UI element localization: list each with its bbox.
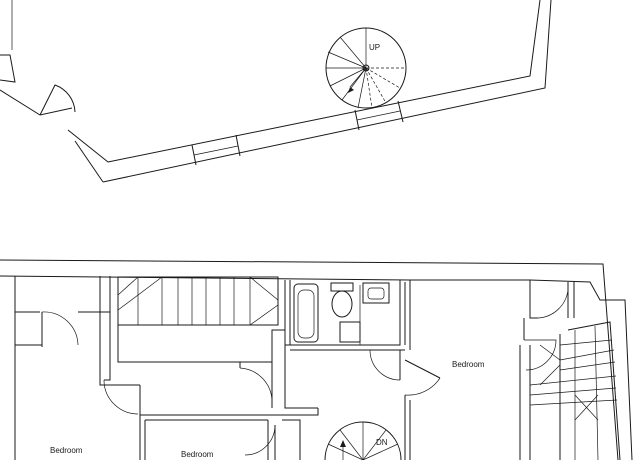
upper-floor: UP xyxy=(0,0,552,183)
room-label-right-bedroom: Bedroom xyxy=(452,360,485,369)
upper-windows xyxy=(191,100,404,166)
sink xyxy=(362,282,390,304)
bathtub xyxy=(293,283,319,343)
bathroom xyxy=(284,280,405,381)
right-stair xyxy=(529,321,621,460)
middle-bedroom-walls xyxy=(139,345,319,460)
lower-floor: DN Bedroom Bedroom Bedroom xyxy=(0,259,633,460)
upper-spiral-stair xyxy=(325,27,407,109)
toilet-bowl xyxy=(331,290,353,318)
straight-stair xyxy=(117,276,285,363)
upper-left-wall xyxy=(0,54,109,183)
room-label-middle-bedroom: Bedroom xyxy=(181,450,214,459)
lower-spiral-stair xyxy=(324,421,402,460)
right-bedroom-walls xyxy=(404,280,575,460)
lower-top-wall xyxy=(0,259,633,460)
left-bedroom-walls xyxy=(15,276,140,415)
upper-left-door xyxy=(39,84,76,116)
upper-exterior-wall xyxy=(102,0,552,183)
upper-stair-label: UP xyxy=(369,43,380,52)
lower-stair-label: DN xyxy=(376,438,388,447)
toilet-cistern xyxy=(330,282,354,292)
room-label-left-bedroom: Bedroom xyxy=(50,446,83,455)
